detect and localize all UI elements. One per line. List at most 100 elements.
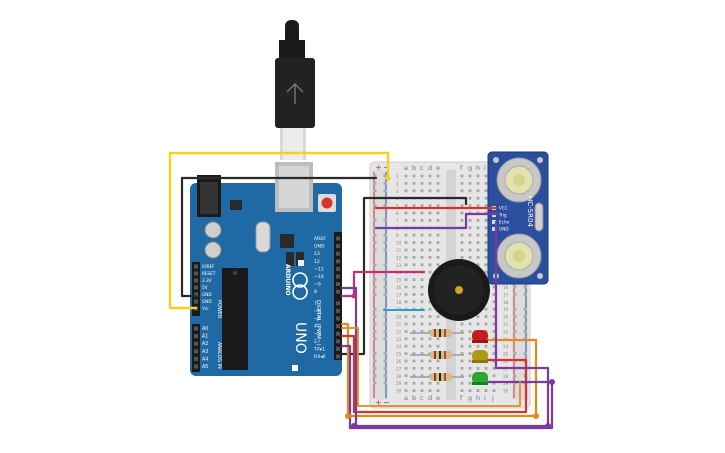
arduino-uno-board: ARDUINO UNO DIGITAL (PWM~) POWER ANALOG … — [190, 162, 342, 376]
column-label: e — [436, 394, 440, 402]
piezo-buzzer — [428, 259, 490, 321]
wire-orange-led — [340, 322, 538, 418]
row-number: 11 — [396, 248, 402, 253]
row-number: 13 — [396, 263, 402, 268]
buzzer-center-icon — [455, 286, 463, 294]
wires — [168, 151, 555, 430]
digital-pin-label: TX▸1 — [313, 346, 325, 352]
row-number: 21 — [396, 322, 402, 327]
wire-orange-echo — [341, 327, 521, 407]
column-label: i — [484, 394, 486, 402]
arduino-logo-text: ARDUINO — [284, 264, 291, 295]
column-label: i — [484, 164, 486, 172]
led-green — [472, 372, 488, 385]
resistor — [410, 329, 464, 337]
power-header-label: POWER — [216, 300, 222, 319]
digital-pin-label: RX◂0 — [314, 354, 326, 360]
power-pin-label: 5V — [202, 285, 208, 290]
row-number: 26 — [503, 359, 509, 364]
capacitor — [204, 241, 222, 259]
row-number: 24 — [396, 344, 402, 349]
row-number: 24 — [503, 344, 509, 349]
analog-pin-label: A0 — [202, 326, 208, 332]
power-pin-label: IOREF — [202, 264, 215, 269]
row-number: 25 — [396, 352, 402, 357]
capacitor — [204, 221, 222, 239]
row-number: 30 — [503, 389, 509, 394]
digital-header — [334, 232, 342, 360]
resistor — [410, 373, 464, 381]
wire-purple-trig — [374, 212, 498, 230]
column-label: c — [420, 394, 424, 402]
digital-pin-label: ~3 — [314, 331, 321, 337]
rail-minus-label: − — [383, 163, 390, 172]
column-label: e — [436, 164, 440, 172]
row-number: 23 — [396, 337, 402, 342]
resistor — [410, 351, 464, 359]
column-label: c — [420, 164, 424, 172]
digital-pin-label: 13 — [314, 251, 320, 257]
row-number: 28 — [503, 374, 509, 379]
column-label: g — [468, 394, 472, 402]
row-number: 21 — [503, 322, 509, 327]
row-number: 22 — [503, 329, 509, 334]
column-label: d — [428, 394, 432, 402]
analog-pin-label: A2 — [202, 341, 208, 347]
row-number: 16 — [503, 285, 509, 290]
wire-black-gnd — [180, 176, 378, 298]
row-number: 20 — [396, 315, 402, 320]
row-number: 12 — [396, 255, 402, 260]
leds — [472, 330, 488, 385]
row-number: 22 — [396, 329, 402, 334]
led-red — [472, 330, 488, 343]
usb-cable — [275, 20, 315, 160]
atmega-chip — [222, 268, 248, 370]
row-number: 16 — [396, 285, 402, 290]
wire-red-led — [340, 334, 528, 414]
column-label: b — [412, 394, 416, 402]
digital-pin-label: 4 — [314, 324, 317, 330]
digital-pin-label: GND — [314, 244, 325, 250]
digital-pin-label: ~9 — [314, 282, 321, 288]
row-number: 18 — [396, 300, 402, 305]
digital-pin-label: 8 — [314, 289, 317, 295]
digital-pin-label: ~6 — [314, 308, 321, 314]
row-number: 9 — [396, 233, 399, 238]
row-number: 28 — [396, 374, 402, 379]
rail-plus-label-bottom: + — [375, 398, 382, 407]
column-label: g — [468, 164, 472, 172]
resistors — [410, 329, 464, 381]
arduino-model-text: UNO — [292, 322, 308, 354]
wire-magenta-buzzer — [340, 270, 426, 298]
row-number: 29 — [396, 381, 402, 386]
column-label: a — [404, 394, 408, 402]
row-number: 17 — [503, 292, 509, 297]
wire-yellow-5v — [168, 151, 390, 310]
row-number: 7 — [396, 218, 399, 223]
row-number: 2 — [396, 181, 399, 186]
row-number: 10 — [396, 241, 402, 246]
sensor-pin-label: Trig — [498, 213, 507, 218]
led-yellow — [472, 350, 488, 363]
column-label: f — [460, 394, 463, 402]
digital-pin-label: 7 — [314, 301, 317, 307]
column-label: b — [412, 164, 416, 172]
row-number: 5 — [396, 204, 399, 209]
sensor-pin-label: VCC — [499, 206, 508, 211]
arduino-logo-icon — [292, 284, 308, 300]
reset-button[interactable] — [321, 197, 333, 209]
power-pin-label: GND — [202, 292, 212, 297]
column-label: d — [428, 164, 432, 172]
wire-purple-led — [340, 344, 554, 430]
row-number: 1 — [396, 174, 399, 179]
digital-pin-label: AREF — [314, 236, 326, 242]
digital-pin-label: 12 — [314, 259, 320, 265]
